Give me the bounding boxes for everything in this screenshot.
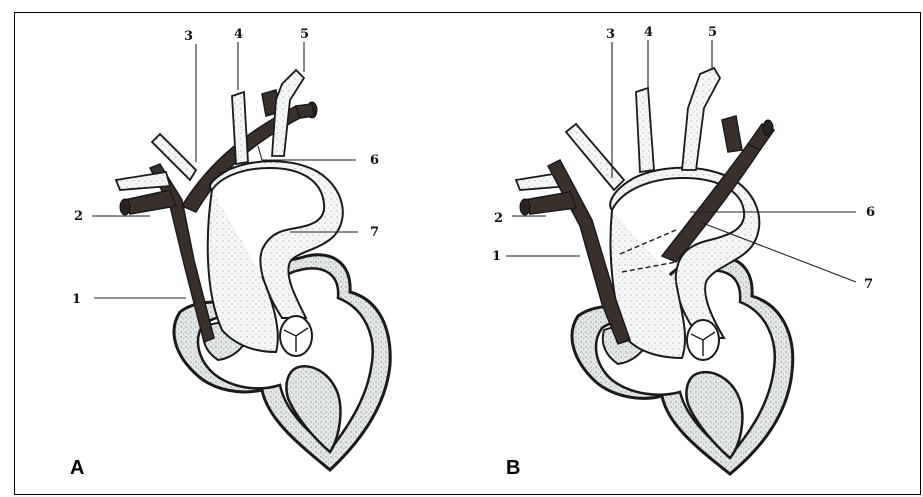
panel-a: 1 2 3 4 5 6 7 A [70,27,390,479]
callout-7-a: 7 [370,225,379,240]
callout-5-a: 5 [300,27,309,42]
panel-label-b: B [506,457,520,479]
callout-4-a: 4 [234,27,243,42]
callout-6-a: 6 [370,153,379,168]
callout-2-a: 2 [74,209,83,224]
callout-7-b: 7 [864,277,873,292]
panel-b: 1 2 3 4 5 6 7 B [492,25,875,479]
callout-5-b: 5 [708,25,717,40]
callout-2-b: 2 [494,211,503,226]
panel-label-a: A [70,457,84,479]
callout-1-a: 1 [72,292,81,307]
callout-1-b: 1 [492,249,501,264]
callout-6-b: 6 [866,205,875,220]
callout-3-a: 3 [184,29,193,44]
callout-4-b: 4 [644,25,653,40]
callout-3-b: 3 [606,27,615,42]
